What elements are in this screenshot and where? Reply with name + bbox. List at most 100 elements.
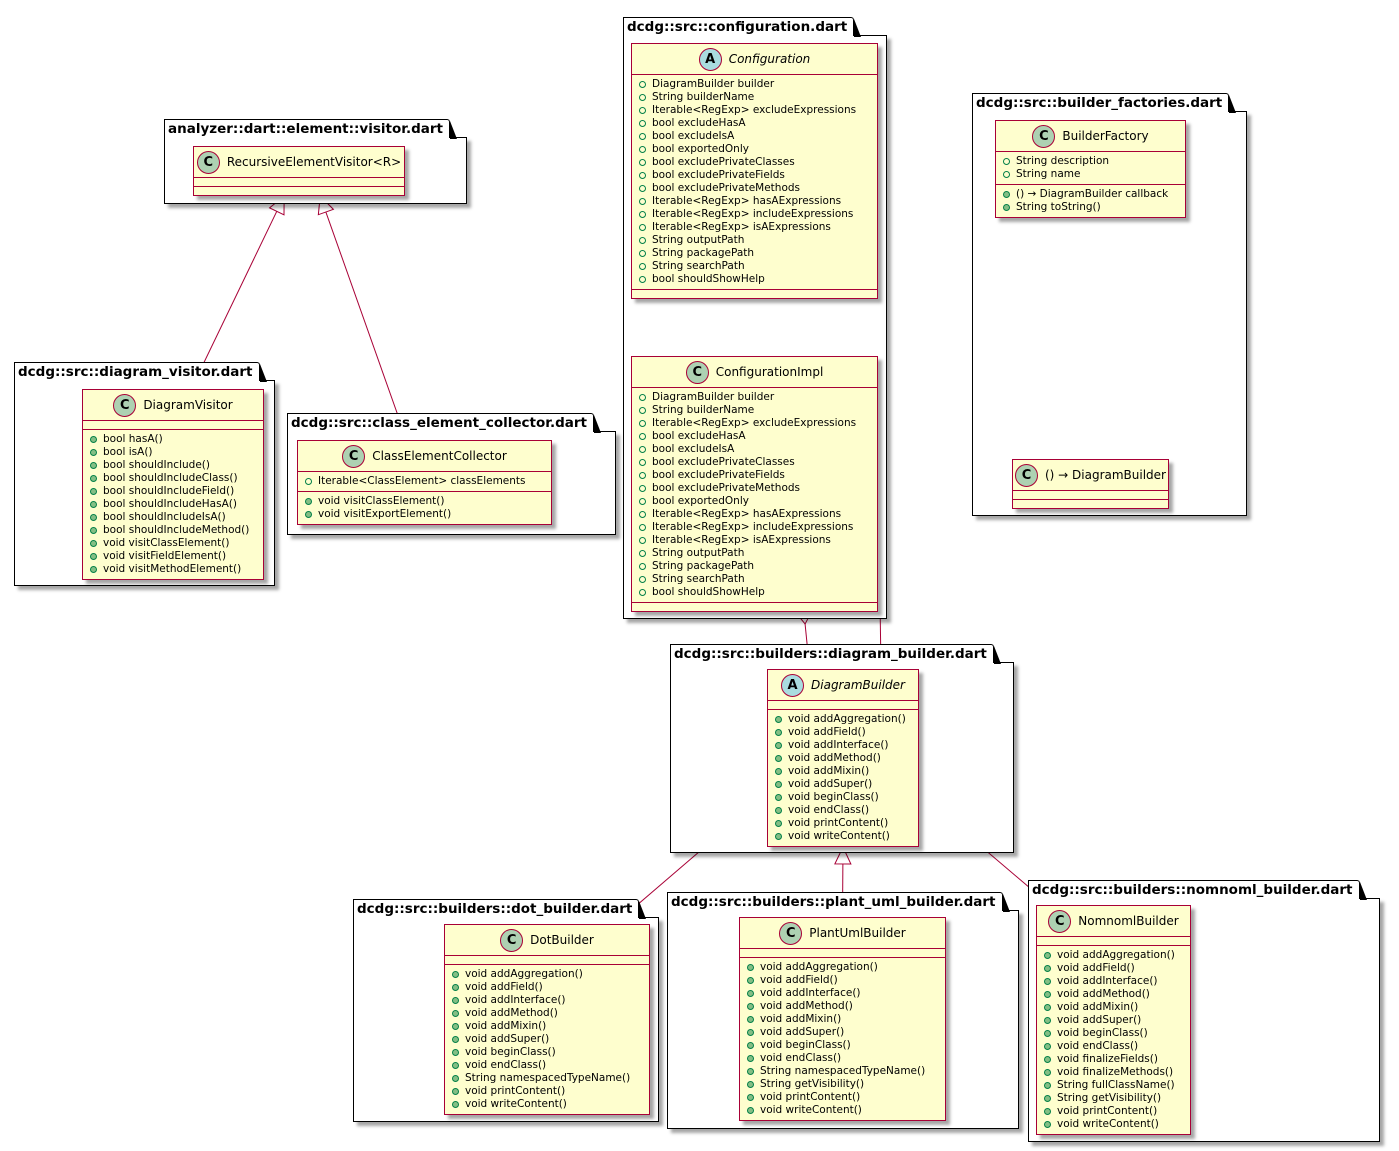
public-field-icon [639, 394, 646, 401]
public-field-icon [639, 511, 646, 518]
method-row: void finalizeMethods() [1044, 1066, 1190, 1079]
public-method-icon [775, 794, 782, 801]
field-text: bool excludePrivateFields [652, 169, 785, 181]
method-row: void addMixin() [452, 1020, 649, 1033]
field-row: bool shouldShowHelp [639, 586, 877, 599]
public-field-icon [639, 250, 646, 257]
method-row: void addInterface() [775, 739, 918, 752]
public-method-icon [1044, 1121, 1051, 1128]
method-text: void addAggregation() [760, 961, 878, 973]
public-method-icon [747, 1016, 754, 1023]
public-method-icon [775, 768, 782, 775]
method-text: void printContent() [465, 1085, 566, 1097]
class-name: ConfigurationImpl [715, 365, 824, 379]
field-row: bool excludePrivateClasses [639, 456, 877, 469]
public-field-icon [639, 524, 646, 531]
method-row: void beginClass() [747, 1039, 945, 1052]
class-icon: C [1014, 463, 1038, 487]
field-text: String outputPath [652, 234, 745, 246]
public-method-icon [90, 527, 97, 534]
public-method-icon [452, 1101, 459, 1108]
method-row: void addAggregation() [452, 968, 649, 981]
field-text: DiagramBuilder builder [652, 391, 775, 403]
method-row: void addMixin() [775, 765, 918, 778]
method-text: String toString() [1016, 201, 1101, 213]
public-method-icon [747, 1081, 754, 1088]
field-row: String outputPath [639, 234, 877, 247]
method-row: bool shouldIncludeMethod() [90, 524, 263, 537]
public-method-icon [747, 1068, 754, 1075]
method-text: bool hasA() [103, 433, 163, 445]
field-row: bool excludePrivateMethods [639, 182, 877, 195]
method-row: bool isA() [90, 446, 263, 459]
field-text: DiagramBuilder builder [652, 78, 775, 90]
method-list [632, 290, 877, 298]
method-row: void finalizeFields() [1044, 1053, 1190, 1066]
field-list [194, 178, 404, 187]
method-list: bool hasA()bool isA()bool shouldInclude(… [83, 430, 263, 579]
field-row: Iterable<RegExp> isAExpressions [639, 221, 877, 234]
method-row: void printContent() [452, 1085, 649, 1098]
public-method-icon [1044, 978, 1051, 985]
method-row: bool shouldIncludeIsA() [90, 511, 263, 524]
public-method-icon [452, 1088, 459, 1095]
method-row: void printContent() [1044, 1105, 1190, 1118]
method-row: String namespacedTypeName() [452, 1072, 649, 1085]
field-text: bool excludeIsA [652, 443, 735, 455]
public-field-icon [639, 263, 646, 270]
public-field-icon [639, 550, 646, 557]
method-row: void beginClass() [1044, 1027, 1190, 1040]
public-method-icon [775, 833, 782, 840]
public-method-icon [1044, 1069, 1051, 1076]
field-text: bool excludeIsA [652, 130, 735, 142]
public-method-icon [90, 449, 97, 456]
method-text: void finalizeFields() [1057, 1053, 1158, 1065]
method-text: void addInterface() [1057, 975, 1158, 987]
method-text: bool shouldInclude() [103, 459, 210, 471]
method-text: bool shouldIncludeField() [103, 485, 235, 497]
method-text: void addAggregation() [465, 968, 583, 980]
public-method-icon [90, 475, 97, 482]
public-method-icon [452, 1010, 459, 1017]
field-row: bool excludePrivateClasses [639, 156, 877, 169]
field-row: bool exportedOnly [639, 495, 877, 508]
field-text: Iterable<RegExp> isAExpressions [652, 221, 831, 233]
public-method-icon [747, 990, 754, 997]
method-row: void addSuper() [775, 778, 918, 791]
field-row: DiagramBuilder builder [639, 78, 877, 91]
package-label: dcdg::src::class_element_collector.dart [287, 413, 601, 433]
method-text: void addField() [760, 974, 838, 986]
field-text: bool shouldShowHelp [652, 273, 765, 285]
public-method-icon [1044, 1108, 1051, 1115]
public-method-icon [90, 553, 97, 560]
field-row: String builderName [639, 404, 877, 417]
class-icon: C [342, 444, 366, 468]
field-row: bool exportedOnly [639, 143, 877, 156]
package-label: dcdg::src::builders::plant_uml_builder.d… [667, 892, 1009, 912]
method-list: void addAggregation()void addField()void… [1037, 946, 1190, 1134]
public-method-icon [747, 1042, 754, 1049]
method-row: void addAggregation() [775, 713, 918, 726]
method-text: String fullClassName() [1057, 1079, 1175, 1091]
class-diagram-builder-function[interactable]: C() → DiagramBuilder [1012, 459, 1169, 509]
method-text: void writeContent() [760, 1104, 862, 1116]
method-text: void writeContent() [465, 1098, 567, 1110]
field-text: String packagePath [652, 560, 755, 572]
public-field-icon [639, 224, 646, 231]
public-method-icon [452, 1023, 459, 1030]
field-row: String builderName [639, 91, 877, 104]
method-text: void addAggregation() [788, 713, 906, 725]
